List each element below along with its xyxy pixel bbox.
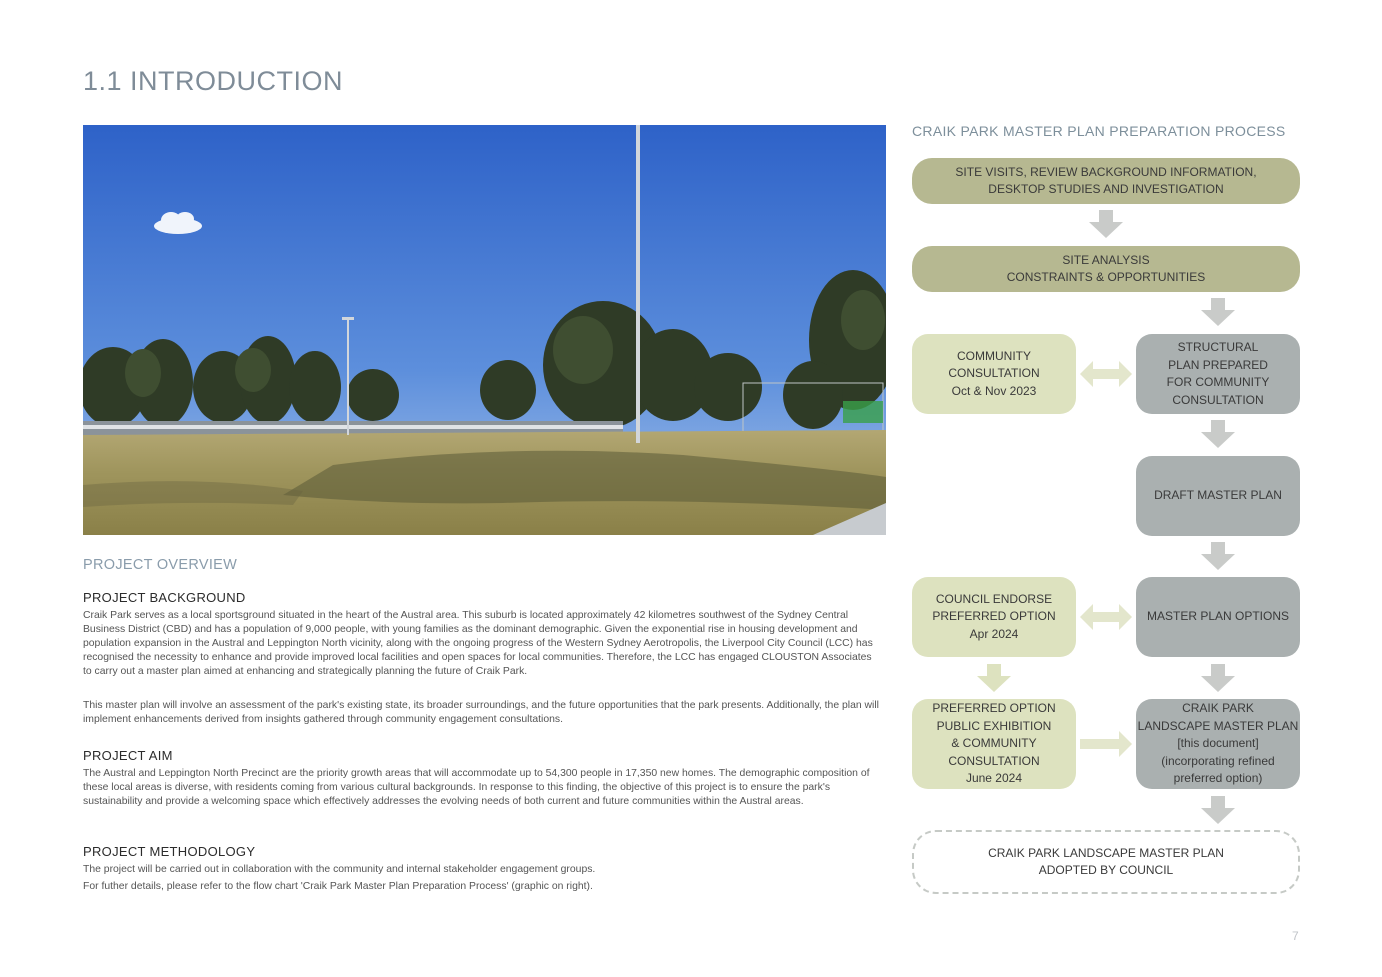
- step-draft-master-plan: DRAFT MASTER PLAN: [1136, 456, 1300, 536]
- step-community-consultation: COMMUNITY CONSULTATION Oct & Nov 2023: [912, 334, 1076, 414]
- project-background-section: PROJECT BACKGROUND Craik Park serves as …: [83, 590, 883, 727]
- step-site-visits: SITE VISITS, REVIEW BACKGROUND INFORMATI…: [912, 158, 1300, 204]
- project-overview-heading: PROJECT OVERVIEW: [83, 557, 238, 573]
- step-master-plan-options: MASTER PLAN OPTIONS: [1136, 577, 1300, 657]
- step-council-endorse: COUNCIL ENDORSE PREFERRED OPTION Apr 202…: [912, 577, 1076, 657]
- project-aim-paragraph: The Austral and Leppington North Precinc…: [83, 768, 870, 807]
- project-background-heading: PROJECT BACKGROUND: [83, 590, 246, 605]
- project-background-paragraph-2: This master plan will involve an assessm…: [83, 700, 879, 725]
- step-site-analysis: SITE ANALYSIS CONSTRAINTS & OPPORTUNITIE…: [912, 246, 1300, 292]
- page-title: 1.1 INTRODUCTION: [83, 66, 344, 96]
- double-arrow-icon: [1080, 604, 1132, 630]
- project-methodology-line-1: The project will be carried out in colla…: [83, 864, 596, 875]
- step-public-exhibition: PREFERRED OPTION PUBLIC EXHIBITION & COM…: [912, 699, 1076, 789]
- project-methodology-line-2: For futher details, please refer to the …: [83, 881, 593, 892]
- arrow-down-icon: [977, 664, 1011, 692]
- step-adopted-by-council: CRAIK PARK LANDSCAPE MASTER PLAN ADOPTED…: [912, 830, 1300, 894]
- step-structural-plan: STRUCTURAL PLAN PREPARED FOR COMMUNITY C…: [1136, 334, 1300, 414]
- flow-chart-title: CRAIK PARK MASTER PLAN PREPARATION PROCE…: [912, 123, 1286, 139]
- sportsground-photo: [83, 125, 886, 535]
- project-aim-section: PROJECT AIM The Austral and Leppington N…: [83, 748, 883, 809]
- project-aim-heading: PROJECT AIM: [83, 748, 173, 763]
- arrow-down-icon: [1201, 796, 1235, 824]
- project-methodology-heading: PROJECT METHODOLOGY: [83, 844, 256, 859]
- arrow-right-icon: [1080, 731, 1132, 757]
- project-background-paragraph-1: Craik Park serves as a local sportsgroun…: [83, 610, 873, 677]
- arrow-down-icon: [1201, 298, 1235, 326]
- arrow-down-icon: [1201, 420, 1235, 448]
- project-methodology-section: PROJECT METHODOLOGY The project will be …: [83, 844, 883, 894]
- arrow-down-icon: [1089, 210, 1123, 238]
- page-number: 7: [1292, 929, 1299, 943]
- step-landscape-master-plan: CRAIK PARK LANDSCAPE MASTER PLAN [this d…: [1136, 699, 1300, 789]
- arrow-down-icon: [1201, 664, 1235, 692]
- arrow-down-icon: [1201, 542, 1235, 570]
- double-arrow-icon: [1080, 361, 1132, 387]
